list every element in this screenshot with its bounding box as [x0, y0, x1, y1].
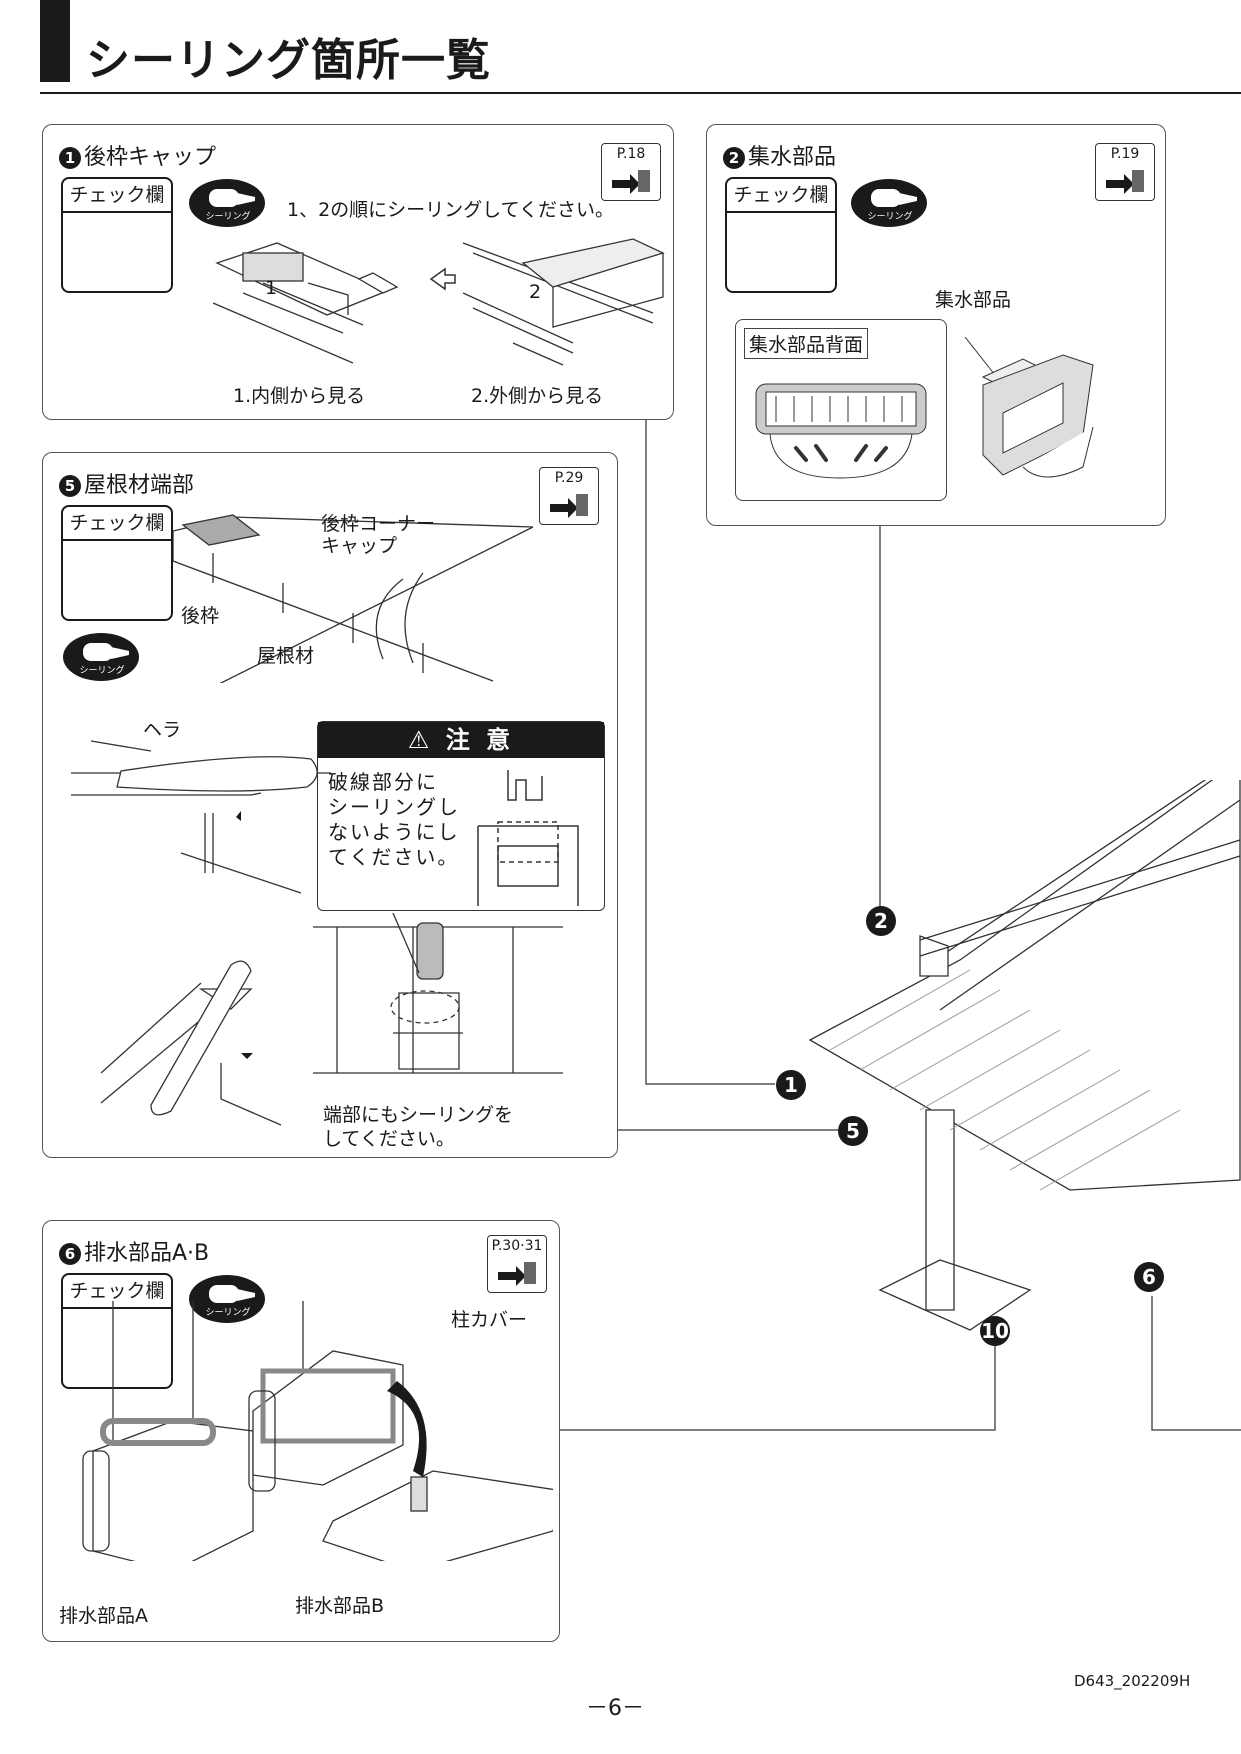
- cross-section-illustration: [313, 913, 563, 1074]
- post-cover-label: 柱カバー: [451, 1309, 528, 1331]
- sealant-icon: シーリング: [63, 633, 139, 681]
- page-ref-icon[interactable]: P.29: [539, 467, 599, 525]
- check-box[interactable]: チェック欄: [61, 505, 173, 621]
- page-link-icon: [498, 1258, 536, 1286]
- step1-label: 1: [265, 277, 278, 299]
- caution-header: ⚠ 注 意: [318, 722, 604, 758]
- page-title: シーリング箇所一覧: [86, 35, 491, 86]
- title-bar: [40, 0, 70, 82]
- marker-5: 5: [838, 1116, 868, 1146]
- roof-material-label: 屋根材: [257, 645, 315, 667]
- instruction-text: 1、2の順にシーリングしてください。: [287, 199, 615, 221]
- page-link-icon: [612, 166, 650, 194]
- rear-frame-label: 後枠: [181, 605, 220, 627]
- marker-1: 1: [776, 1070, 806, 1100]
- page-ref-icon[interactable]: P.30·31: [487, 1235, 547, 1293]
- caution-text: 破線部分に シーリングし ないようにし てください。: [328, 770, 460, 869]
- cap-illustration: [213, 238, 665, 366]
- check-box[interactable]: チェック欄: [61, 1273, 173, 1389]
- profile-illustration: [477, 770, 579, 906]
- back-view-illustration: [755, 383, 927, 479]
- marker-2: 2: [866, 906, 896, 936]
- check-box[interactable]: チェック欄: [725, 177, 837, 293]
- back-view-box: 集水部品背面: [735, 319, 947, 501]
- caption-inside: 1.内側から見る: [233, 385, 366, 407]
- end-note: 端部にもシーリングを してください。: [323, 1104, 514, 1150]
- water-collector-label: 集水部品: [935, 289, 1012, 311]
- step2-label: 2: [529, 281, 542, 303]
- corner-cap-label: 後枠コーナー キャップ: [321, 513, 436, 557]
- marker-6: 6: [1134, 1262, 1164, 1292]
- title-rule: [40, 92, 1241, 94]
- drain-part-a-label: 排水部品A: [59, 1605, 148, 1627]
- page-number: －6－: [586, 1696, 644, 1721]
- page-link-icon: [1106, 166, 1144, 194]
- page-ref-icon[interactable]: P.19: [1095, 143, 1155, 201]
- roof-edge-illustration: [173, 514, 534, 683]
- spatula-illustration: [71, 740, 331, 1126]
- marker-10: 10: [980, 1316, 1010, 1346]
- caution-box: ⚠ 注 意 破線部分に シーリングし ないようにし てください。: [317, 721, 605, 911]
- back-view-label: 集水部品背面: [744, 328, 869, 359]
- page-ref-icon[interactable]: P.18: [601, 143, 661, 201]
- sealant-icon: シーリング: [851, 179, 927, 227]
- carport-illustration: [808, 780, 1241, 1331]
- warning-icon: ⚠: [407, 726, 434, 754]
- svg-text:シーリング: シーリング: [205, 210, 250, 222]
- caption-outside: 2.外側から見る: [471, 385, 604, 407]
- document-code: D643_202209H: [1074, 1672, 1191, 1690]
- svg-text:シーリング: シーリング: [79, 664, 124, 676]
- drainage-illustration: [82, 1301, 553, 1561]
- page-link-icon: [550, 490, 588, 518]
- check-box[interactable]: チェック欄: [61, 177, 173, 293]
- drain-part-b-label: 排水部品B: [295, 1595, 385, 1617]
- water-collector-illustration: [964, 337, 1094, 478]
- svg-text:シーリング: シーリング: [205, 1306, 250, 1318]
- spatula-label: ヘラ: [143, 719, 182, 741]
- sealant-icon: シーリング: [189, 179, 265, 227]
- sealant-icon: シーリング: [189, 1275, 265, 1323]
- svg-text:シーリング: シーリング: [867, 210, 912, 222]
